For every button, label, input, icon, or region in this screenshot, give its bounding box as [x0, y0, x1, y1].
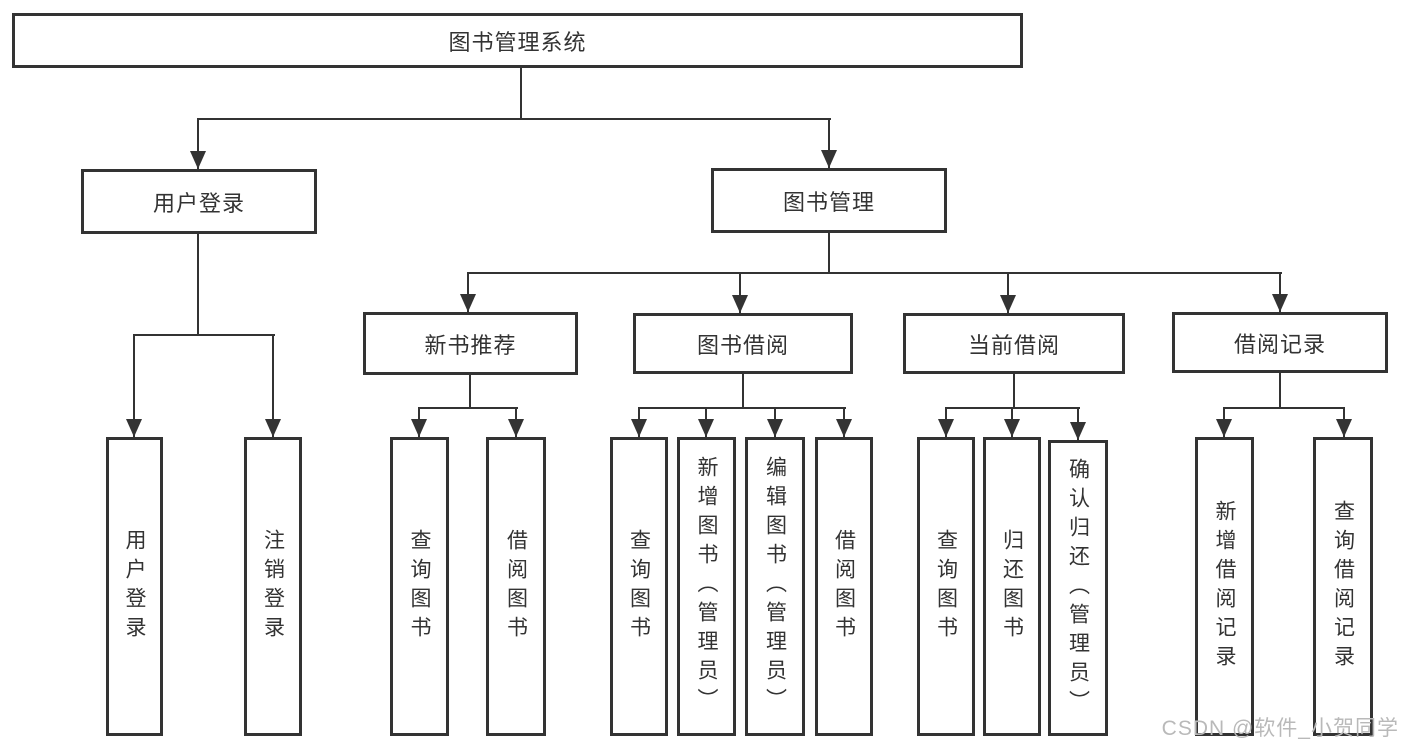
connector-line	[469, 375, 471, 409]
arrow-down-icon	[126, 419, 142, 437]
arrow-down-icon	[411, 419, 427, 437]
arrow-down-icon	[631, 419, 647, 437]
leaf-add-borrow-record: 新增借阅记录	[1195, 437, 1254, 736]
connector-line	[272, 334, 274, 437]
connector-line	[739, 272, 741, 313]
connector-line	[418, 407, 518, 409]
connector-line	[828, 118, 830, 168]
csdn-watermark: CSDN @软件_小贺同学	[1161, 717, 1399, 740]
connector-line	[742, 374, 744, 409]
node-book-borrow: 图书借阅	[633, 313, 853, 374]
arrow-down-icon	[732, 295, 748, 313]
node-root: 图书管理系统	[12, 13, 1023, 68]
connector-line	[1279, 373, 1281, 409]
arrow-down-icon	[1216, 419, 1232, 437]
arrow-down-icon	[1272, 294, 1288, 312]
arrow-down-icon	[1004, 419, 1020, 437]
arrow-down-icon	[938, 419, 954, 437]
arrow-down-icon	[836, 419, 852, 437]
leaf-query-borrow-record: 查询借阅记录	[1313, 437, 1373, 736]
arrow-down-icon	[265, 419, 281, 437]
leaf-user-login: 用户登录	[106, 437, 163, 736]
connector-line	[520, 68, 522, 120]
node-book-management: 图书管理	[711, 168, 947, 233]
leaf-logout: 注销登录	[244, 437, 302, 736]
node-new-book-recommend: 新书推荐	[363, 312, 578, 375]
arrow-down-icon	[821, 150, 837, 168]
arrow-down-icon	[1070, 422, 1086, 440]
connector-line	[1279, 272, 1281, 312]
node-borrow-record: 借阅记录	[1172, 312, 1388, 373]
connector-line	[197, 118, 831, 120]
node-user-login: 用户登录	[81, 169, 317, 234]
arrow-down-icon	[190, 151, 206, 169]
node-current-borrow: 当前借阅	[903, 313, 1125, 374]
connector-line	[1007, 272, 1009, 313]
connector-line	[133, 334, 135, 437]
leaf-edit-book-admin: 编辑图书（管理员）	[745, 437, 805, 736]
leaf-add-book-admin: 新增图书（管理员）	[677, 437, 736, 736]
arrow-down-icon	[767, 419, 783, 437]
connector-line	[467, 272, 469, 312]
arrow-down-icon	[1000, 295, 1016, 313]
leaf-borrow-book: 借阅图书	[815, 437, 873, 736]
connector-line	[1013, 374, 1015, 409]
leaf-current-query-book: 查询图书	[917, 437, 975, 736]
connector-line	[1223, 407, 1345, 409]
leaf-return-book: 归还图书	[983, 437, 1041, 736]
arrow-down-icon	[460, 294, 476, 312]
connector-line	[828, 233, 830, 274]
connector-line	[133, 334, 275, 336]
leaf-confirm-return-admin: 确认归还（管理员）	[1048, 440, 1108, 736]
connector-line	[197, 118, 199, 169]
leaf-recommend-borrow-book: 借阅图书	[486, 437, 546, 736]
arrow-down-icon	[1336, 419, 1352, 437]
connector-line	[467, 272, 1282, 274]
arrow-down-icon	[698, 419, 714, 437]
leaf-borrow-query-book: 查询图书	[610, 437, 668, 736]
connector-line	[638, 407, 846, 409]
arrow-down-icon	[508, 419, 524, 437]
connector-line	[197, 234, 199, 336]
leaf-recommend-query-book: 查询图书	[390, 437, 449, 736]
